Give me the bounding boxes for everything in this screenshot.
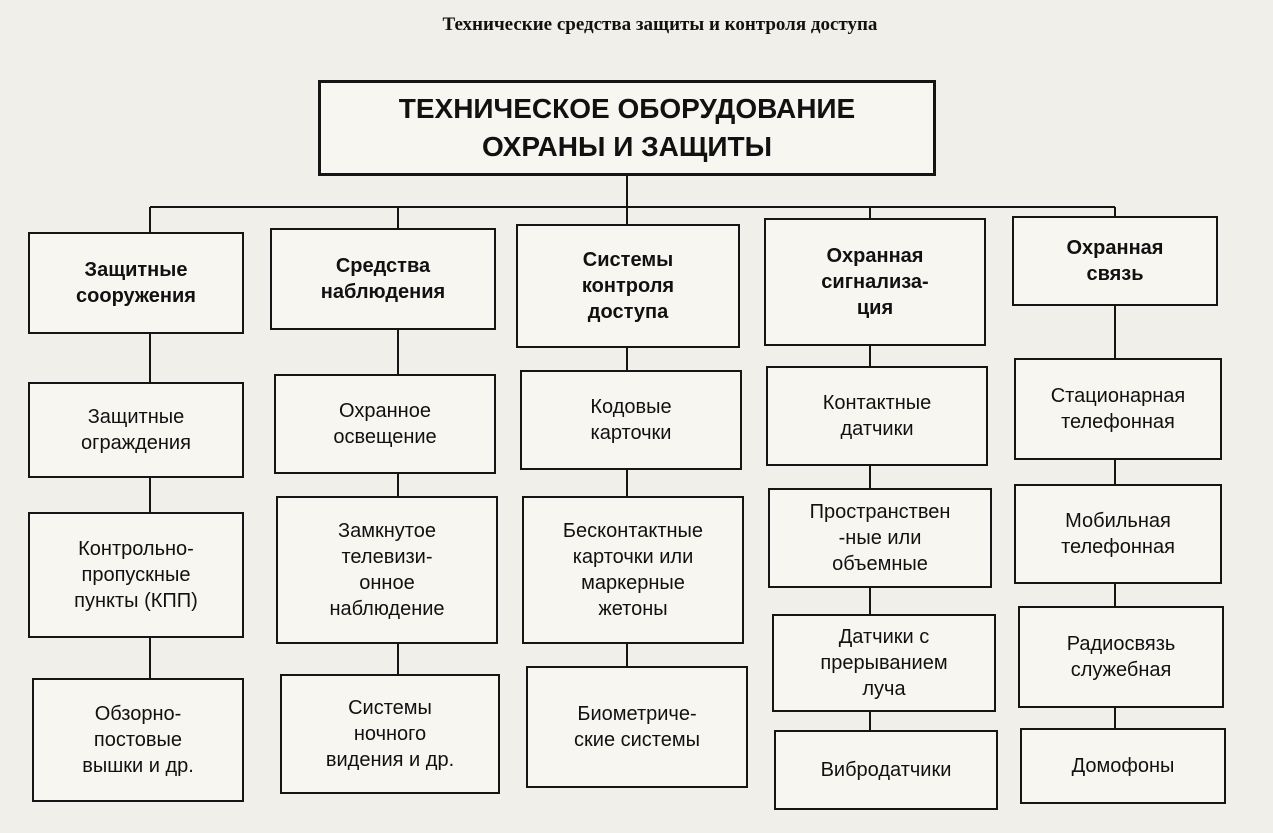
item-biometric-systems: Биометриче- ские системы bbox=[526, 666, 748, 788]
category-alarm-systems: Охранная сигнализа- ция bbox=[764, 218, 986, 346]
item-night-vision: Системы ночного видения и др. bbox=[280, 674, 500, 794]
page-title: Технические средства защиты и контроля д… bbox=[442, 14, 878, 35]
item-mobile-phone: Мобильная телефонная bbox=[1014, 484, 1222, 584]
item-service-radio: Радиосвязь служебная bbox=[1018, 606, 1224, 708]
item-landline-phone: Стационарная телефонная bbox=[1014, 358, 1222, 460]
item-vibration-sensors: Вибродатчики bbox=[774, 730, 998, 810]
item-protective-fences: Защитные ограждения bbox=[28, 382, 244, 478]
item-code-cards: Кодовые карточки bbox=[520, 370, 742, 470]
category-access-control: Системы контроля доступа bbox=[516, 224, 740, 348]
item-security-lighting: Охранное освещение bbox=[274, 374, 496, 474]
item-contact-sensors: Контактные датчики bbox=[766, 366, 988, 466]
item-volume-sensors: Пространствен -ные или объемные bbox=[768, 488, 992, 588]
root-node: ТЕХНИЧЕСКОЕ ОБОРУДОВАНИЕ ОХРАНЫ И ЗАЩИТЫ bbox=[318, 80, 936, 176]
item-intercoms: Домофоны bbox=[1020, 728, 1226, 804]
category-protective-structures: Защитные сооружения bbox=[28, 232, 244, 334]
item-cctv: Замкнутое телевизи- онное наблюдение bbox=[276, 496, 498, 644]
item-checkpoints: Контрольно- пропускные пункты (КПП) bbox=[28, 512, 244, 638]
item-contactless-cards: Бесконтактные карточки или маркерные жет… bbox=[522, 496, 744, 644]
category-security-communication: Охранная связь bbox=[1012, 216, 1218, 306]
category-surveillance: Средства наблюдения bbox=[270, 228, 496, 330]
item-observation-towers: Обзорно- постовые вышки и др. bbox=[32, 678, 244, 802]
item-beam-sensors: Датчики с прерыванием луча bbox=[772, 614, 996, 712]
